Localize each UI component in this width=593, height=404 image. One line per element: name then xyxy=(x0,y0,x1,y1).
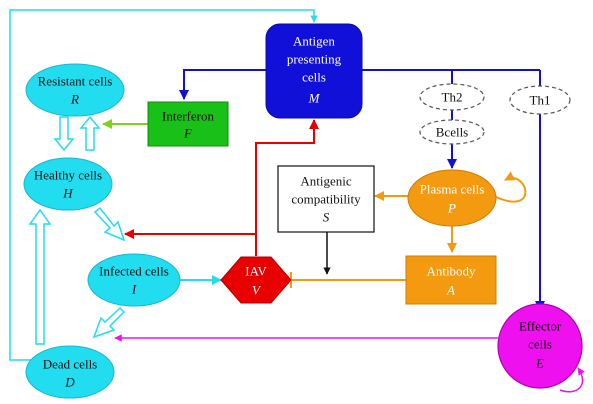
plasma-cells-label: Plasma cells xyxy=(420,182,485,197)
node-resistant-cells: Resistant cells R xyxy=(25,63,125,117)
effector-symbol: E xyxy=(535,356,544,371)
healthy-cells-symbol: H xyxy=(62,186,73,201)
interferon-label: Interferon xyxy=(162,109,214,124)
resistant-cells-symbol: R xyxy=(70,92,79,107)
apc-label-line1: Antigen xyxy=(293,34,335,49)
hollow-arrow-dead-to-healthy xyxy=(28,208,52,345)
node-th2: Th2 xyxy=(419,83,485,111)
hollow-arrow-resistant-to-healthy xyxy=(53,116,75,152)
node-effector-cells: Effector cells E xyxy=(497,303,583,389)
bcells-label: Bcells xyxy=(436,125,469,140)
antigenic-symbol: S xyxy=(323,210,330,225)
edge-plasma-self-loop xyxy=(493,171,527,203)
infected-cells-label: Infected cells xyxy=(99,264,169,279)
interferon-symbol: F xyxy=(183,126,193,141)
node-infected-cells: Infected cells I xyxy=(87,253,181,307)
node-antigen-presenting-cells: Antigen presenting cells M xyxy=(265,23,363,119)
resistant-cells-label: Resistant cells xyxy=(38,74,113,89)
hollow-arrow-infected-to-dead xyxy=(92,306,126,339)
plasma-cells-symbol: P xyxy=(447,201,456,216)
th1-label: Th1 xyxy=(530,93,551,108)
edge-effector-self-loop xyxy=(559,367,585,393)
node-plasma-cells: Plasma cells P xyxy=(407,169,497,227)
apc-label-line3: cells xyxy=(302,70,326,85)
node-interferon: Interferon F xyxy=(147,101,229,147)
edge-apc-to-interferon xyxy=(179,69,266,100)
antigenic-label-line2: compatibility xyxy=(291,192,361,207)
edge-iav-to-apc xyxy=(255,119,319,256)
node-th1: Th1 xyxy=(509,85,571,115)
node-bcells: Bcells xyxy=(419,119,485,145)
apc-label-line2: presenting xyxy=(287,52,342,67)
th2-label: Th2 xyxy=(442,90,463,105)
edge-dead-to-apc xyxy=(9,9,318,361)
antigenic-label-line1: Antigenic xyxy=(300,174,351,189)
node-antibody: Antibody A xyxy=(405,255,497,305)
node-iav: IAV V xyxy=(220,256,292,304)
node-healthy-cells: Healthy cells H xyxy=(23,157,113,211)
healthy-cells-label: Healthy cells xyxy=(34,168,102,183)
node-antigenic-compatibility: Antigenic compatibility S xyxy=(277,165,375,233)
antibody-symbol: A xyxy=(446,283,455,298)
dead-cells-symbol: D xyxy=(64,375,75,390)
dead-cells-label: Dead cells xyxy=(43,357,98,372)
iav-label: IAV xyxy=(245,264,267,279)
apc-symbol: M xyxy=(308,91,321,106)
antibody-label: Antibody xyxy=(426,264,476,279)
node-dead-cells: Dead cells D xyxy=(25,345,115,399)
hollow-arrow-healthy-to-resistant xyxy=(79,115,101,151)
hollow-arrow-healthy-to-infected xyxy=(93,206,126,242)
effector-label-line2: cells xyxy=(528,337,552,352)
iav-symbol: V xyxy=(252,283,262,298)
effector-label-line1: Effector xyxy=(519,319,562,334)
infected-cells-symbol: I xyxy=(131,282,137,297)
